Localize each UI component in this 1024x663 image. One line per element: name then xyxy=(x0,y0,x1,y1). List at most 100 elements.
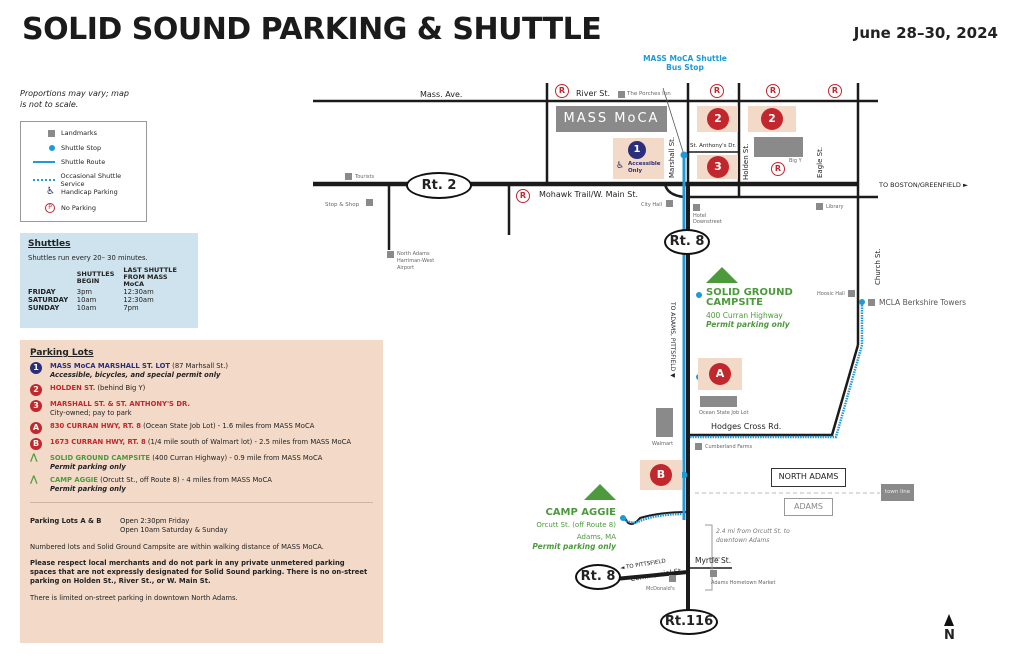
shuttle-route-icon xyxy=(33,161,55,163)
ab-hours: Open 2:30pm Friday xyxy=(120,517,190,525)
route-2-shield: Rt. 2 xyxy=(406,172,472,199)
shuttles-heading: Shuttles xyxy=(28,239,71,249)
scale-note: Proportions may vary; map is not to scal… xyxy=(20,89,129,109)
street-label: Mohawk Trail/W. Main St. xyxy=(539,190,639,199)
shuttle-bus-stop-label: MASS MoCA Shuttle Bus Stop xyxy=(643,54,727,72)
big-y-building xyxy=(754,137,803,157)
street-label: Eagle St. xyxy=(816,146,824,178)
lot-badge: 3 xyxy=(30,400,42,412)
landmark-label: Hoosic Hall xyxy=(817,291,845,297)
street-label: River St. xyxy=(576,89,611,98)
lot-2b[interactable]: 2 xyxy=(748,106,796,132)
page-title: SOLID SOUND PARKING & SHUTTLE xyxy=(22,12,602,47)
walking-note: Numbered lots and Solid Ground Campsite … xyxy=(30,543,324,551)
begin: 10am xyxy=(76,296,97,304)
last: 12:30am xyxy=(123,288,154,296)
last: 7pm xyxy=(123,304,139,312)
lot-b[interactable]: B xyxy=(640,460,682,490)
lot-b-badge: B xyxy=(650,464,672,486)
accessible-label: Accessible Only xyxy=(628,161,661,174)
landmark-icon xyxy=(816,203,823,210)
no-parking-icon: R xyxy=(766,84,780,98)
landmark-label: Hotel Downstreet xyxy=(693,213,722,225)
event-date: June 28–30, 2024 xyxy=(853,24,998,42)
lot-sub: Accessible, bicycles, and special permit… xyxy=(50,371,221,379)
lot-item: ⋀CAMP AGGIE (Orcutt St., off Route 8) - … xyxy=(30,476,373,494)
adams-label: ADAMS xyxy=(784,498,833,516)
mass-moca-building: MASS MoCA xyxy=(556,106,667,132)
shuttle-stop-icon xyxy=(680,151,688,159)
landmark-label: The Porches Inn xyxy=(627,91,671,97)
lot-1-badge: 1 xyxy=(628,141,646,159)
legend-label: Occasional Shuttle Service xyxy=(60,172,122,188)
landmark-label: Cumberland Farms xyxy=(705,444,753,450)
shuttle-stop-icon xyxy=(859,299,865,305)
camp-aggie-address: Orcutt St. (off Route 8) xyxy=(536,521,616,529)
legend-label: No Parking xyxy=(61,204,97,212)
rt8-branch-road xyxy=(614,570,689,581)
distance-note: 2.4 mi from Orcutt St. to downtown Adams xyxy=(716,528,790,544)
occasional-route-icon xyxy=(32,179,55,181)
lot-name: MARSHALL ST. & ST. ANTHONY'S DR. xyxy=(50,400,190,408)
ab-hours: Open 10am Saturday & Sunday xyxy=(120,526,228,534)
shuttles-panel: Shuttles Shuttles run every 20– 30 minut… xyxy=(20,233,198,328)
no-parking-icon: R xyxy=(710,84,724,98)
solid-ground-address: 400 Curran Highway xyxy=(706,311,783,320)
tent-icon xyxy=(584,484,616,500)
warning-note: Please respect local merchants and do no… xyxy=(30,559,368,585)
lot-sub: Permit parking only xyxy=(50,463,126,471)
direction-label: TO BOSTON/GREENFIELD ► xyxy=(879,181,968,189)
landmark-icon xyxy=(366,199,373,206)
shuttle-stop-icon xyxy=(696,292,702,298)
no-parking-icon: R xyxy=(516,189,530,203)
landmark-icon xyxy=(695,443,702,450)
street-label: Marshall St. xyxy=(668,136,676,178)
lot-name: 830 CURRAN HWY, RT. 8 xyxy=(50,422,141,430)
hodges-cross-road xyxy=(688,344,860,437)
landmark-icon xyxy=(345,173,352,180)
lot-detail: (behind Big Y) xyxy=(95,384,146,392)
lot-2-badge: 2 xyxy=(707,108,729,130)
lot-name: MASS MoCA MARSHALL ST. LOT xyxy=(50,362,171,370)
no-parking-icon: R xyxy=(555,84,569,98)
landmark-icon xyxy=(618,91,625,98)
lot-a[interactable]: A xyxy=(698,358,742,390)
solid-ground-note: Permit parking only xyxy=(706,320,790,329)
landmark-label: Ocean State Job Lot xyxy=(699,410,749,416)
north-arrow-icon xyxy=(944,614,954,626)
legend-landmarks: Landmarks xyxy=(21,129,146,137)
legend-occasional: Occasional Shuttle Service xyxy=(21,172,146,188)
route-8-shield: Rt. 8 xyxy=(664,229,710,255)
landmark-label: Stop & Shop xyxy=(325,202,360,208)
lot-3[interactable]: 3 xyxy=(697,155,738,179)
lot-badge: 1 xyxy=(30,362,42,374)
lot-3-badge: 3 xyxy=(707,156,729,178)
street-label: Holden St. xyxy=(742,143,750,180)
walmart-building xyxy=(656,408,673,437)
begin: 10am xyxy=(76,304,97,312)
wheelchair-icon: ♿ xyxy=(616,161,625,171)
col-begin: SHUTTLES BEGIN xyxy=(76,269,115,285)
solid-ground-name: SOLID GROUND CAMPSITE xyxy=(706,287,793,308)
street-label: Church St. xyxy=(874,248,882,285)
lot-item: ⋀SOLID GROUND CAMPSITE (400 Curran Highw… xyxy=(30,454,373,472)
day: SUNDAY xyxy=(28,304,60,312)
camp-aggie-note: Permit parking only xyxy=(532,542,616,551)
ab-label: Parking Lots A & B xyxy=(30,517,102,525)
lot-2a[interactable]: 2 xyxy=(697,106,738,132)
shuttle-stop-icon xyxy=(620,515,626,521)
lot-detail: (400 Curran Highway) - 0.9 mile from MAS… xyxy=(150,454,323,462)
legend-shuttle-stop: Shuttle Stop xyxy=(21,144,146,152)
lot-1[interactable]: 1 ♿ Accessible Only xyxy=(613,138,664,179)
lot-a-badge: A xyxy=(709,363,731,385)
camp-aggie-name: CAMP AGGIE xyxy=(545,507,616,518)
landmark-icon xyxy=(710,570,717,577)
direction-label: TO ADAMS, PITTSFIELD ▼ xyxy=(669,302,676,378)
